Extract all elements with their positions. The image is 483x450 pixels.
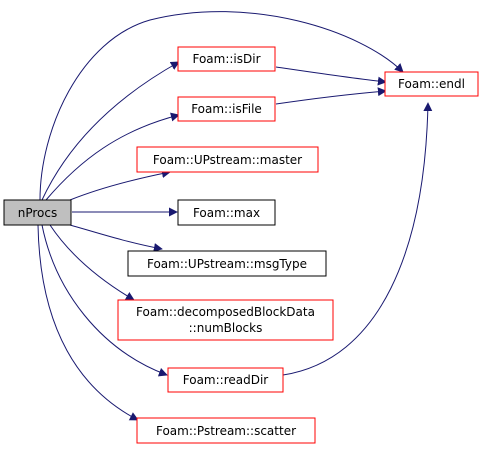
edge-nprocs-to-readdir: [41, 224, 168, 377]
node-endl-label: Foam::endl: [398, 77, 465, 91]
node-numblocks-label-line2: ::numBlocks: [189, 321, 263, 335]
node-nprocs[interactable]: nProcs: [3, 199, 72, 226]
edge-isdir-to-endl: [275, 66, 387, 86]
edge-nprocs-to-msgtype: [69, 224, 163, 252]
edge-isfile-to-endl: [275, 87, 387, 105]
node-isfile[interactable]: Foam::isFile: [177, 96, 276, 122]
node-nprocs-label: nProcs: [18, 206, 58, 220]
node-readdir[interactable]: Foam::readDir: [167, 367, 284, 393]
node-max[interactable]: Foam::max: [177, 199, 276, 226]
node-numblocks[interactable]: Foam::decomposedBlockData ::numBlocks: [117, 299, 334, 341]
node-master-label: Foam::UPstream::master: [153, 153, 302, 167]
node-isfile-label: Foam::isFile: [191, 102, 262, 116]
edge-nprocs-to-isfile: [45, 112, 180, 201]
edge-nprocs-to-master: [69, 169, 171, 201]
node-readdir-label: Foam::readDir: [183, 373, 269, 387]
edges: [37, 11, 433, 421]
edge-readdir-to-endl: [282, 102, 433, 376]
edge-nprocs-to-endl: [39, 11, 404, 201]
node-msgtype-label: Foam::UPstream::msgType: [147, 257, 307, 271]
edge-nprocs-to-isdir: [41, 61, 180, 201]
edge-nprocs-to-numblocks: [49, 224, 135, 301]
node-numblocks-label-line1: Foam::decomposedBlockData: [136, 305, 315, 319]
node-msgtype[interactable]: Foam::UPstream::msgType: [127, 250, 327, 277]
node-master[interactable]: Foam::UPstream::master: [136, 146, 319, 173]
node-scatter-label: Foam::Pstream::scatter: [156, 424, 296, 438]
node-scatter[interactable]: Foam::Pstream::scatter: [136, 417, 316, 444]
node-isdir[interactable]: Foam::isDir: [177, 46, 276, 72]
node-max-label: Foam::max: [193, 206, 260, 220]
node-endl[interactable]: Foam::endl: [384, 71, 479, 97]
edge-nprocs-to-scatter: [37, 224, 139, 421]
node-isdir-label: Foam::isDir: [192, 52, 260, 66]
